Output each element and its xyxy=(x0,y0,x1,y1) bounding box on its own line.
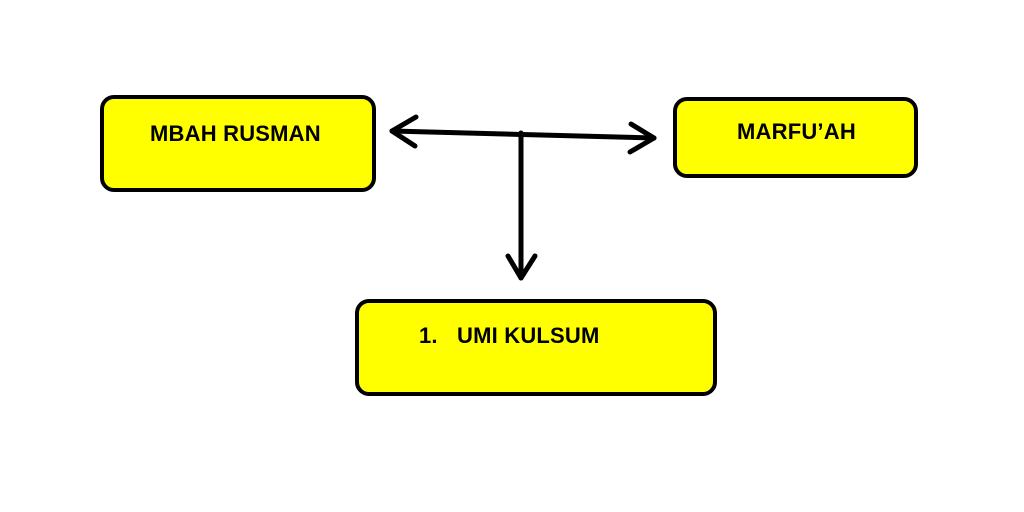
node-mbah-rusman-label: MBAH RUSMAN xyxy=(150,121,321,146)
node-umi-kulsum-label: UMI KULSUM xyxy=(457,323,600,348)
node-umi-kulsum: 1. UMI KULSUM xyxy=(355,299,717,396)
arrowhead-right xyxy=(627,121,657,155)
node-umi-kulsum-label-group: 1. UMI KULSUM xyxy=(419,323,600,349)
arrowhead-down xyxy=(505,253,538,281)
list-number: 1. xyxy=(419,323,438,348)
node-mbah-rusman: MBAH RUSMAN xyxy=(100,95,376,192)
node-marfuah-label: MARFU’AH xyxy=(737,119,856,144)
arrowhead-left xyxy=(389,114,419,149)
node-marfuah: MARFU’AH xyxy=(673,97,918,178)
